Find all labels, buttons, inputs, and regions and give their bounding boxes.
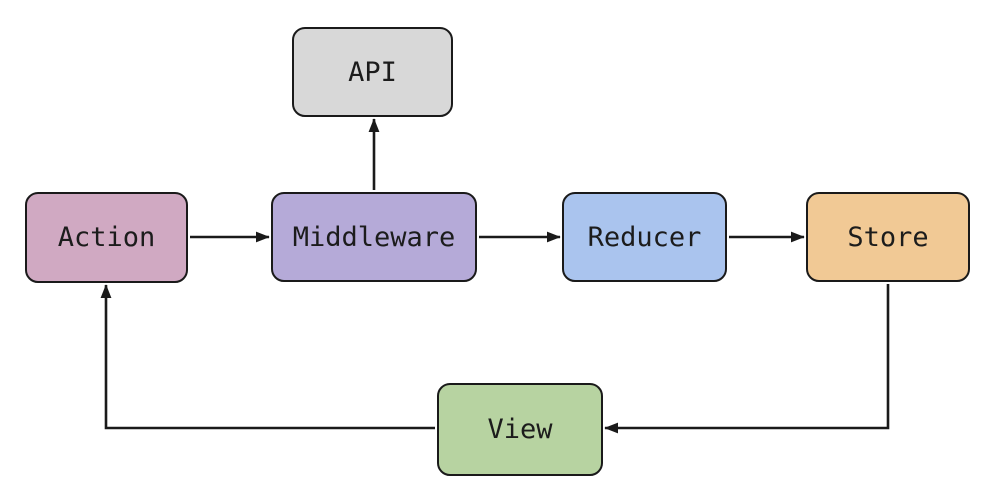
node-api: API — [292, 27, 453, 117]
node-action: Action — [25, 192, 188, 283]
node-middleware: Middleware — [271, 192, 477, 282]
node-store-label: Store — [847, 221, 929, 253]
node-store: Store — [806, 192, 970, 282]
node-api-label: API — [348, 56, 397, 88]
node-middleware-label: Middleware — [292, 221, 456, 253]
edge-view-to-action — [100, 284, 435, 430]
node-reducer: Reducer — [562, 192, 727, 282]
node-view: View — [437, 383, 603, 476]
edge-store-to-view — [604, 284, 890, 434]
node-reducer-label: Reducer — [587, 221, 702, 253]
node-action-label: Action — [57, 222, 156, 253]
node-view-label: View — [487, 414, 553, 445]
